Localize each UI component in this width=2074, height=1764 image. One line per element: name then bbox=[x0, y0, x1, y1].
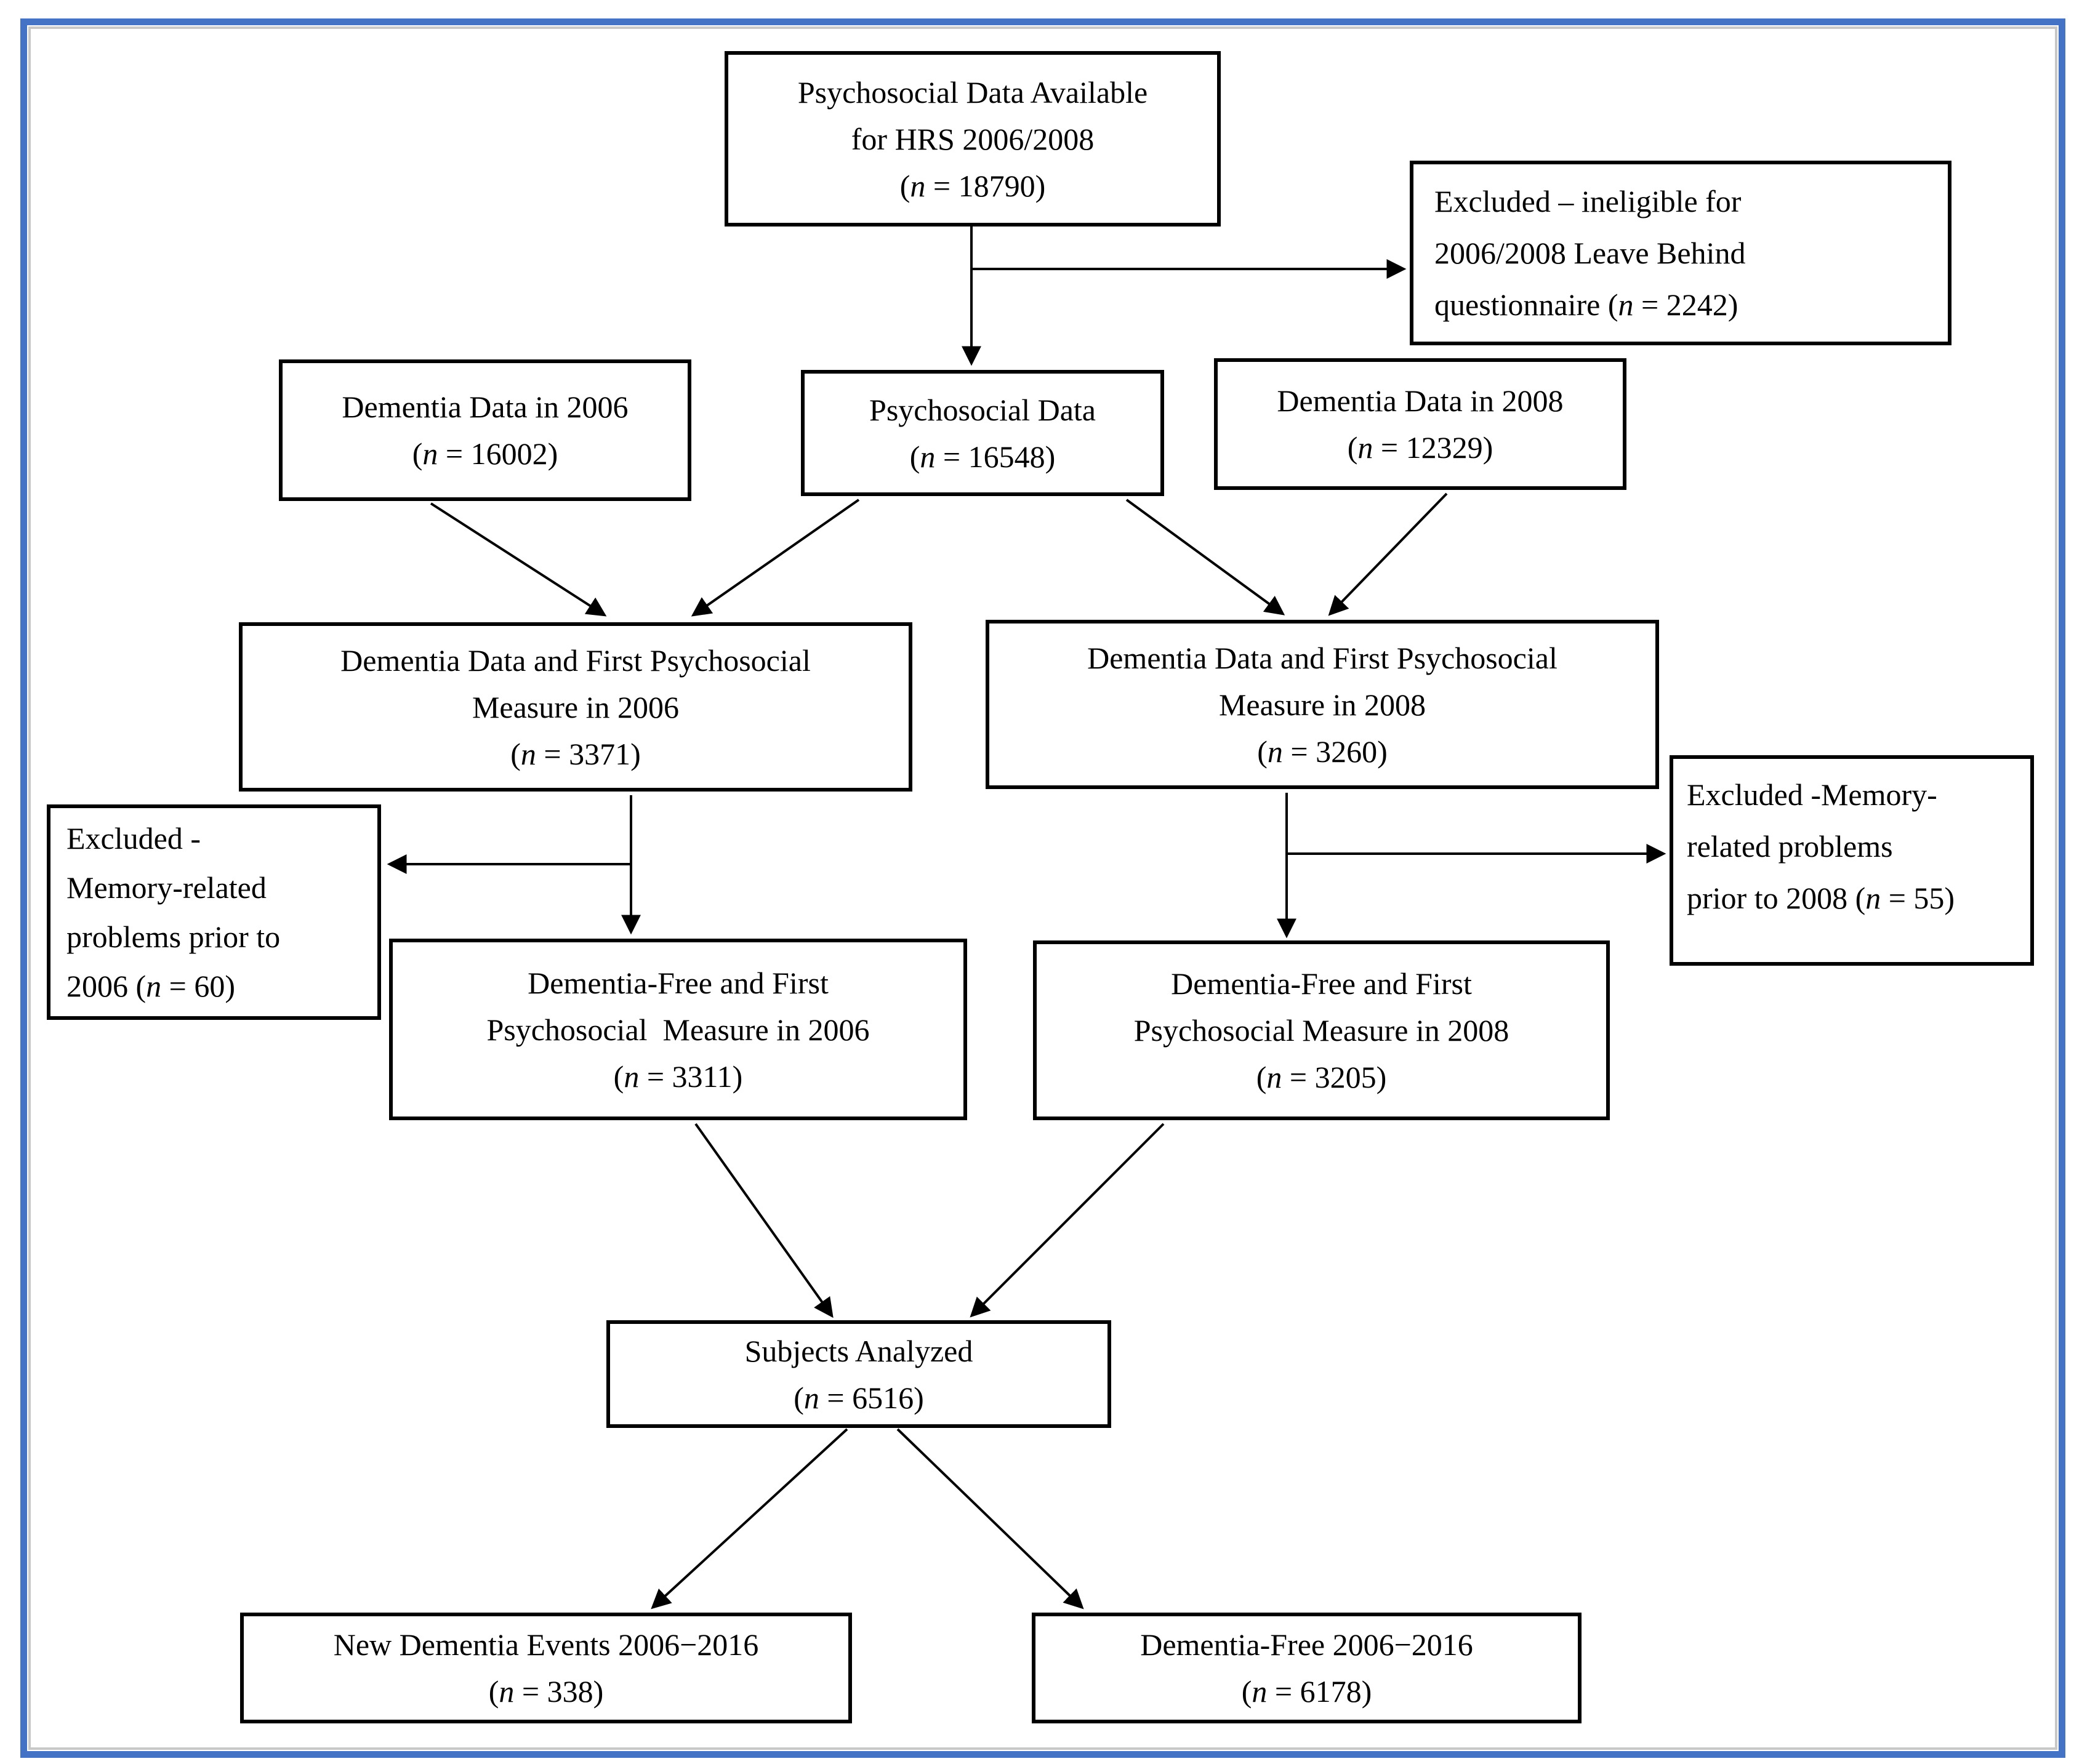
box-line: 2006 (n = 60) bbox=[66, 969, 236, 1003]
box-dementia-data-2008: Dementia Data in 2008 (n = 12329) bbox=[1214, 358, 1626, 490]
box-line: Excluded -Memory- bbox=[1687, 777, 1937, 812]
arrow-psychosocial-to-merge2008 bbox=[1125, 499, 1285, 615]
arrow-subjects-to-new-events bbox=[651, 1428, 848, 1610]
box-line: (n = 16002) bbox=[412, 436, 558, 471]
box-line: Dementia Data in 2006 bbox=[342, 390, 629, 424]
box-line: Psychosocial Measure in 2006 bbox=[486, 1012, 870, 1047]
box-excluded-memory-2008: Excluded -Memory- related problems prior… bbox=[1670, 755, 2034, 966]
box-dementia-free-2006-2016: Dementia-Free 2006−2016 (n = 6178) bbox=[1032, 1613, 1582, 1723]
box-dementia-first-psychosocial-2008: Dementia Data and First Psychosocial Mea… bbox=[986, 620, 1659, 789]
arrow-psychosocial-to-merge2006 bbox=[691, 499, 860, 617]
arrow-subjects-to-dementia-free bbox=[896, 1428, 1084, 1610]
box-new-dementia-events: New Dementia Events 2006−2016 (n = 338) bbox=[240, 1613, 852, 1723]
box-line: (n = 3311) bbox=[613, 1059, 743, 1094]
box-dementia-data-2006: Dementia Data in 2006 (n = 16002) bbox=[279, 359, 691, 501]
box-line: 2006/2008 Leave Behind bbox=[1434, 236, 1746, 270]
box-line: Measure in 2006 bbox=[472, 689, 680, 724]
box-line: Measure in 2008 bbox=[1218, 687, 1426, 722]
box-psychosocial-data-available: Psychosocial Data Available for HRS 2006… bbox=[725, 51, 1221, 227]
arrow-dfree2008-to-subjects bbox=[970, 1123, 1165, 1318]
box-line: Dementia Data and First Psychosocial bbox=[1087, 640, 1558, 675]
box-line: Subjects Analyzed bbox=[744, 1333, 973, 1368]
box-line: Dementia Data in 2008 bbox=[1277, 383, 1564, 418]
box-dementia-free-first-2006: Dementia-Free and First Psychosocial Mea… bbox=[389, 939, 967, 1120]
box-line: Dementia-Free 2006−2016 bbox=[1140, 1627, 1473, 1662]
box-line: Psychosocial Data bbox=[869, 392, 1096, 427]
box-line: (n = 338) bbox=[488, 1674, 604, 1709]
box-line: (n = 6516) bbox=[794, 1380, 924, 1415]
arrow-dementia2008-to-merge2008 bbox=[1328, 492, 1448, 616]
box-line: (n = 12329) bbox=[1347, 430, 1493, 465]
figure-frame-inner-line bbox=[28, 26, 2057, 1750]
box-line: (n = 3371) bbox=[510, 736, 641, 771]
box-line: Memory-related bbox=[66, 870, 267, 905]
box-subjects-analyzed: Subjects Analyzed (n = 6516) bbox=[606, 1320, 1111, 1428]
box-line: related problems bbox=[1687, 829, 1893, 864]
box-excluded-memory-2006: Excluded - Memory-related problems prior… bbox=[47, 804, 381, 1020]
box-line: Psychosocial Measure in 2008 bbox=[1133, 1013, 1509, 1048]
box-line: questionnaire (n = 2242) bbox=[1434, 287, 1738, 322]
arrow-dfree2006-to-subjects bbox=[694, 1123, 834, 1318]
box-line: Dementia Data and First Psychosocial bbox=[340, 643, 811, 678]
box-line: prior to 2008 (n = 55) bbox=[1687, 881, 1955, 915]
box-line: (n = 16548) bbox=[909, 439, 1056, 474]
box-excluded-ineligible: Excluded – ineligible for 2006/2008 Leav… bbox=[1410, 161, 1951, 345]
box-dementia-free-first-2008: Dementia-Free and First Psychosocial Mea… bbox=[1033, 940, 1610, 1120]
box-line: Dementia-Free and First bbox=[1171, 966, 1472, 1001]
box-line: for HRS 2006/2008 bbox=[851, 121, 1095, 156]
box-line: Dementia-Free and First bbox=[528, 965, 829, 1000]
box-psychosocial-data: Psychosocial Data (n = 16548) bbox=[801, 370, 1164, 496]
box-line: (n = 3260) bbox=[1257, 734, 1388, 769]
box-line: Excluded – ineligible for bbox=[1434, 184, 1742, 218]
box-line: (n = 18790) bbox=[899, 168, 1046, 203]
box-line: (n = 6178) bbox=[1241, 1674, 1372, 1709]
box-line: New Dementia Events 2006−2016 bbox=[333, 1627, 759, 1662]
box-line: Psychosocial Data Available bbox=[797, 74, 1148, 110]
box-line: problems prior to bbox=[66, 920, 281, 954]
arrow-dementia2006-to-merge2006 bbox=[430, 502, 607, 617]
figure-frame bbox=[20, 18, 2065, 1758]
box-dementia-first-psychosocial-2006: Dementia Data and First Psychosocial Mea… bbox=[239, 622, 912, 792]
box-line: (n = 3205) bbox=[1256, 1060, 1387, 1094]
box-line: Excluded - bbox=[66, 821, 201, 856]
